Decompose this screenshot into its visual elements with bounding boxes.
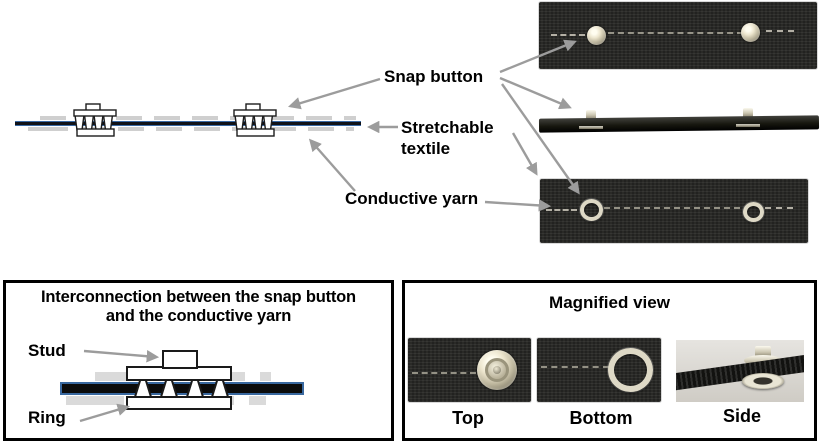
snap-ring-photo xyxy=(580,199,603,221)
magnified-panel: Magnified view Top Bottom Side xyxy=(402,280,817,441)
stud-inner-ring xyxy=(485,358,509,382)
label-stud: Stud xyxy=(28,341,66,360)
schematic-conductive-yarn-top xyxy=(40,116,356,120)
magnified-title: Magnified view xyxy=(549,293,670,312)
yarn-stitch xyxy=(766,30,794,32)
label-conductive-yarn: Conductive yarn xyxy=(345,189,479,208)
yarn-stitch xyxy=(551,34,585,36)
snap-base-side xyxy=(736,124,760,127)
schematic-snap-button-left xyxy=(73,103,117,137)
magnified-photo-bottom xyxy=(537,338,661,402)
photo-strip-side xyxy=(538,106,820,136)
arrow-yarn-to-schematic xyxy=(308,138,356,192)
magnified-photo-top xyxy=(408,338,531,402)
diagram-snap-button xyxy=(126,350,232,410)
side-ring-under xyxy=(742,373,784,389)
yarn-stitch xyxy=(546,209,577,211)
magnified-label-side: Side xyxy=(722,406,762,426)
yarn-stitch xyxy=(604,207,740,209)
side-stud-cap xyxy=(755,346,771,357)
label-ring: Ring xyxy=(28,408,66,427)
arrow-snapbutton-to-schematic xyxy=(288,77,381,110)
arrow-snapbutton-to-side-photo xyxy=(499,76,572,110)
magnified-label-bottom: Bottom xyxy=(569,408,633,428)
diagram-textile-bar xyxy=(60,382,304,395)
interconnection-title-line1: Interconnection between the snap button xyxy=(41,288,356,306)
interconnection-panel: Interconnection between the snap button … xyxy=(3,280,394,441)
yarn-stitch xyxy=(765,207,793,209)
magnified-ring xyxy=(608,348,653,392)
snap-stud-photo xyxy=(741,23,760,42)
arrow-yarn-to-back-photo xyxy=(484,199,552,212)
magnified-stud xyxy=(477,350,517,390)
yarn-stitch xyxy=(541,366,609,368)
label-snap-button: Snap button xyxy=(384,67,484,86)
schematic-conductive-yarn-bottom xyxy=(28,127,354,131)
photo-strip-back xyxy=(540,179,808,243)
magnified-photo-side xyxy=(676,340,804,402)
magnified-label-top: Top xyxy=(452,408,484,428)
snap-base-side xyxy=(579,126,603,129)
label-stretchable-textile: Stretchable textile xyxy=(401,118,494,158)
interconnection-title-line2: and the conductive yarn xyxy=(105,307,292,325)
textile-side-edge xyxy=(538,115,820,133)
snap-stud-side xyxy=(743,108,753,117)
photo-strip-front xyxy=(539,2,817,69)
side-textile-strip xyxy=(676,354,804,391)
schematic-stretchable-textile-line xyxy=(15,121,361,126)
snap-ring-photo xyxy=(743,202,764,222)
yarn-stitch xyxy=(412,372,476,374)
snap-stud-photo xyxy=(587,26,606,45)
schematic-snap-button-right xyxy=(233,103,277,137)
stud-center xyxy=(493,366,501,374)
yarn-stitch xyxy=(608,32,743,34)
snap-stud-side xyxy=(586,110,596,119)
